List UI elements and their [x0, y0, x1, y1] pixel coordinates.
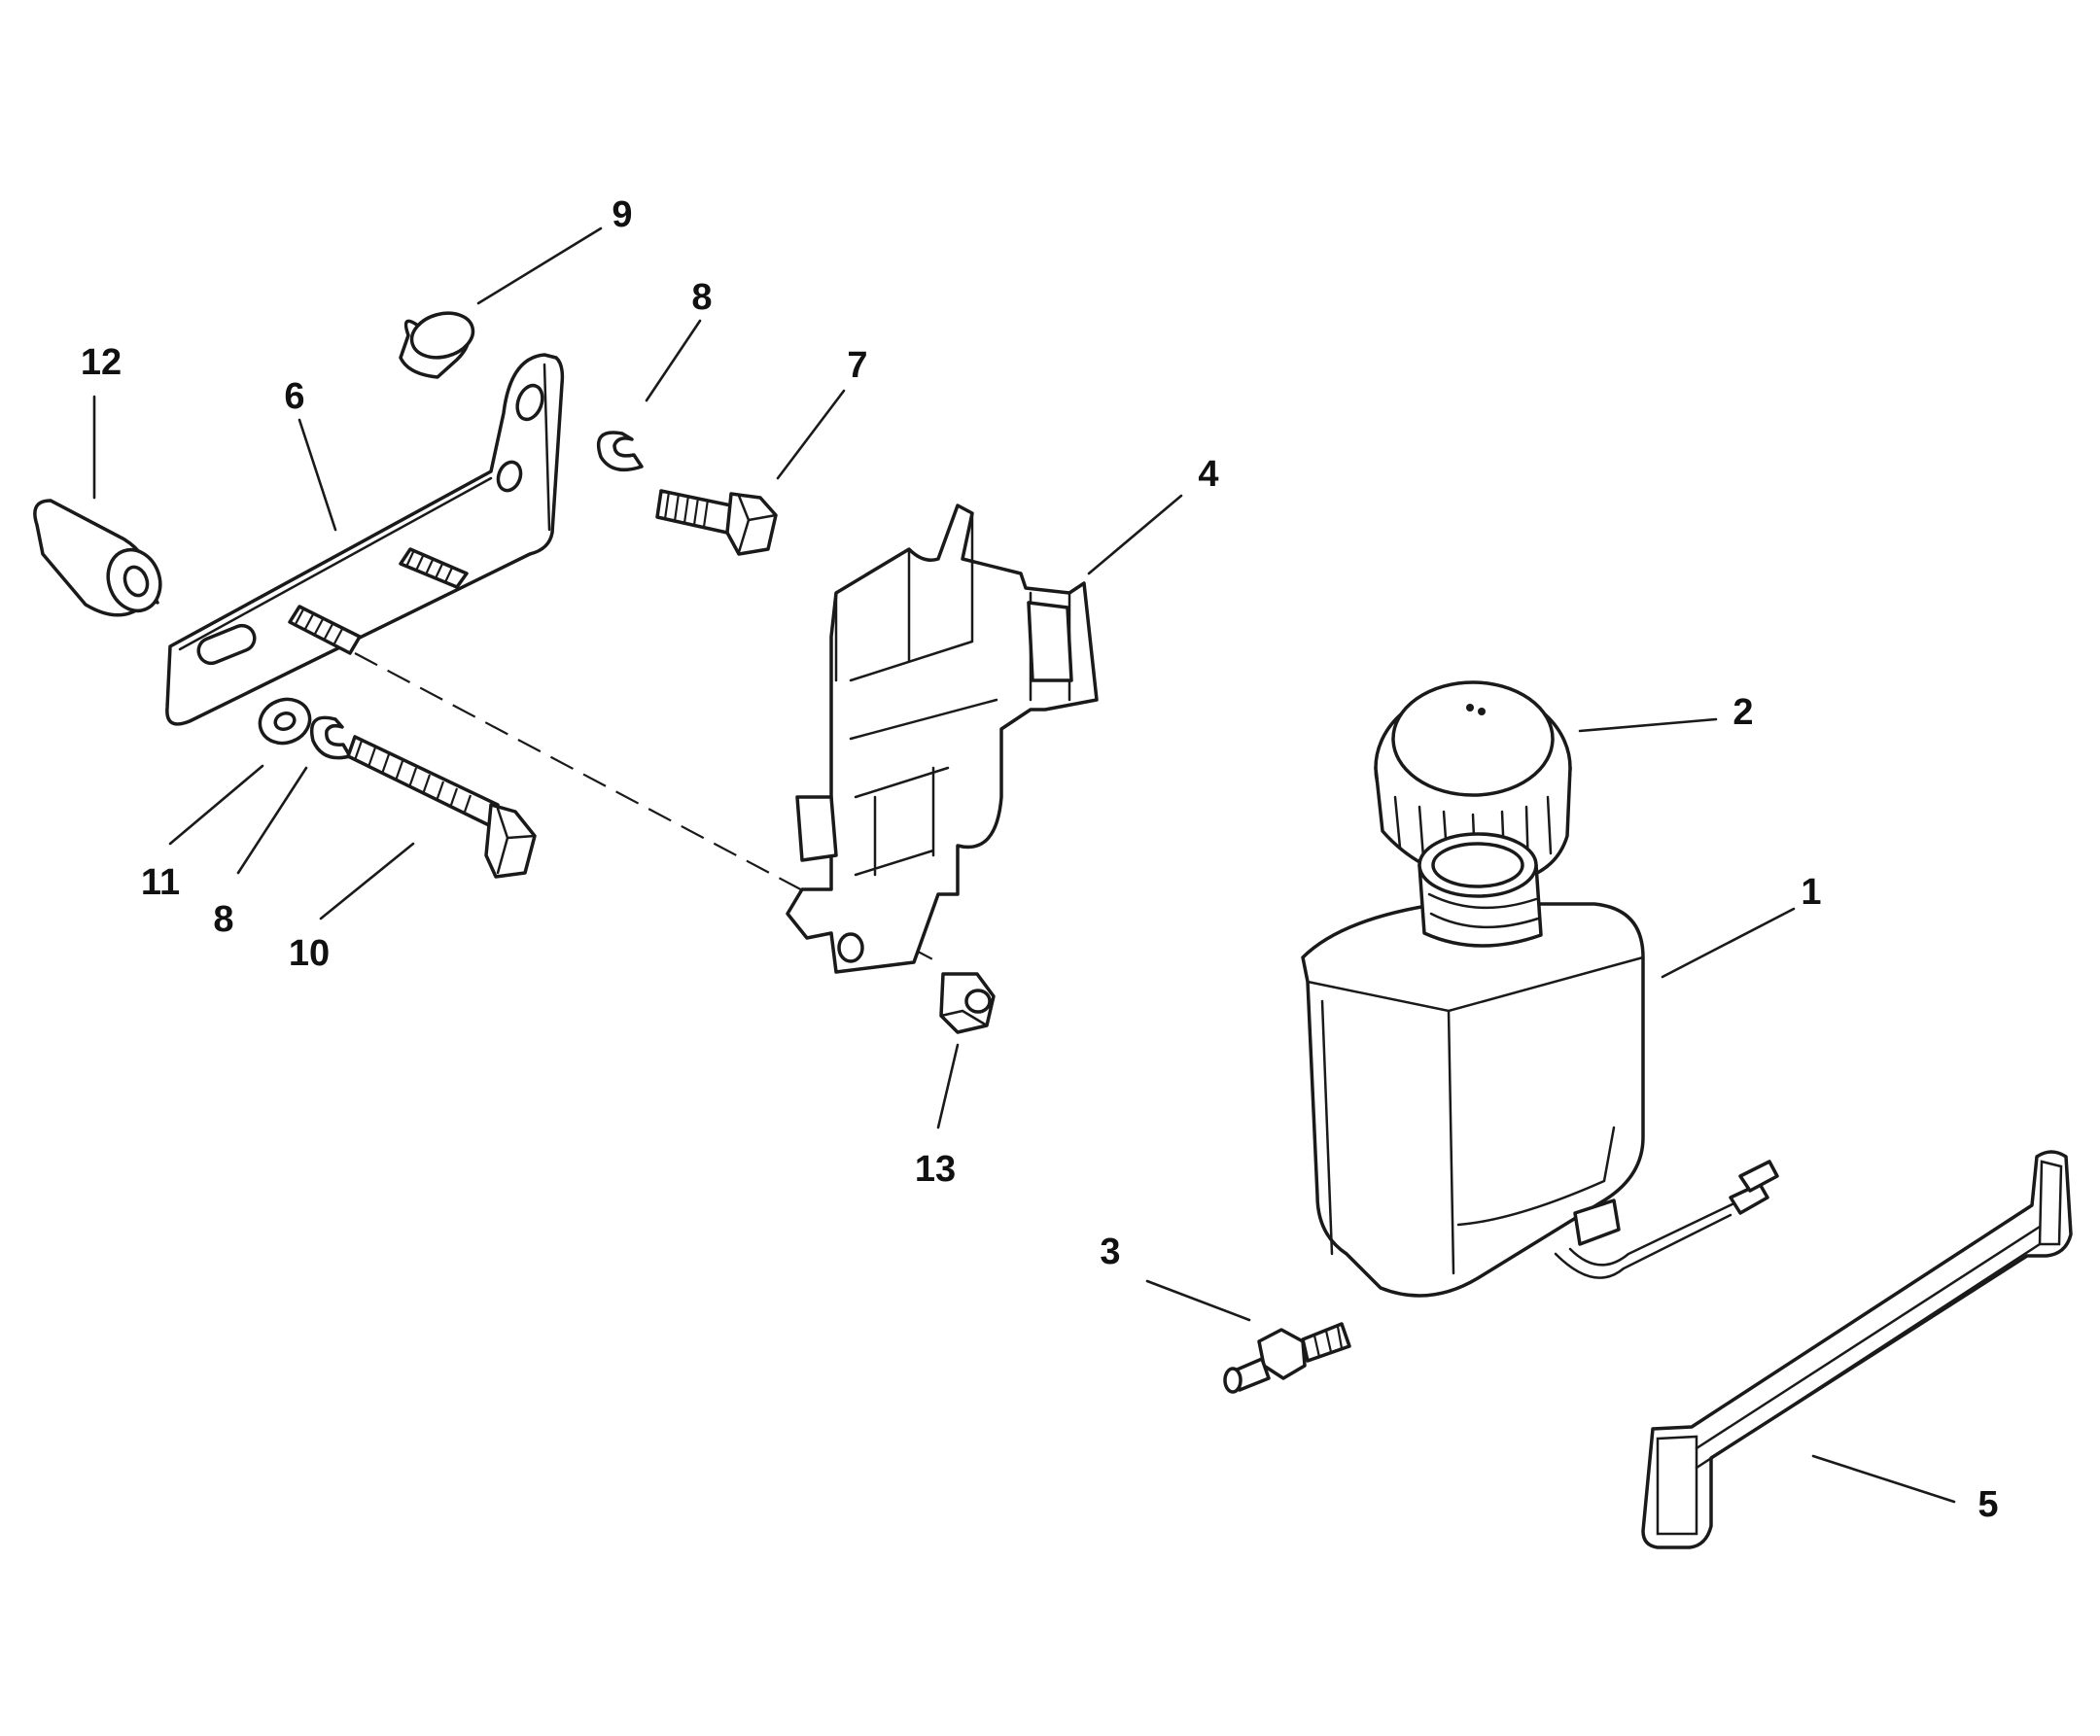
callout-1: 1	[1801, 872, 1821, 913]
leader-13	[936, 1043, 960, 1129]
callout-3: 3	[1100, 1232, 1120, 1272]
leader-5	[1811, 1454, 1956, 1504]
callout-7: 7	[847, 345, 867, 386]
leader-8a	[645, 319, 702, 402]
part-1-reservoir-tank	[1301, 832, 1779, 1298]
leader-2	[1578, 717, 1718, 733]
part-11-flat-washer	[258, 697, 312, 746]
callout-9: 9	[612, 194, 632, 235]
leader-4	[1087, 494, 1183, 575]
callout-5: 5	[1978, 1484, 1998, 1525]
part-6-plate	[165, 353, 565, 726]
stud-upper	[399, 547, 469, 589]
leader-lines	[92, 226, 1956, 1504]
part-3-fitting	[1223, 1322, 1351, 1394]
callout-6: 6	[284, 376, 304, 417]
leader-10	[319, 842, 415, 920]
leader-8b	[236, 766, 308, 875]
part-13-nut	[939, 972, 996, 1034]
part-12-spacer	[33, 499, 162, 617]
callout-10: 10	[289, 933, 330, 974]
part-10-long-bolt	[346, 735, 537, 879]
callout-11: 11	[141, 862, 180, 903]
callout-13: 13	[915, 1149, 956, 1190]
part-4-bracket	[786, 503, 1099, 974]
callout-2: 2	[1732, 692, 1753, 733]
part-7-bolt	[655, 489, 778, 556]
callout-8-lower: 8	[213, 899, 233, 940]
part-8-lock-washer-lower	[310, 715, 352, 760]
stud-lower	[288, 605, 362, 655]
leader-9	[476, 226, 603, 305]
part-5-strap	[1641, 1150, 2073, 1549]
leader-3	[1145, 1279, 1251, 1322]
leader-7	[776, 389, 846, 480]
leader-6	[298, 418, 337, 532]
callout-8-upper: 8	[691, 277, 712, 318]
part-8-lock-washer-upper	[596, 431, 644, 472]
callout-4: 4	[1198, 454, 1218, 495]
part-9-spacer	[399, 311, 475, 379]
callout-12: 12	[81, 342, 122, 383]
callout-labels: 1 2 3 4 5 6 7 8 8 9 10 11 12 13	[81, 194, 1999, 1525]
leader-11	[168, 764, 264, 846]
leader-1	[1661, 907, 1796, 979]
